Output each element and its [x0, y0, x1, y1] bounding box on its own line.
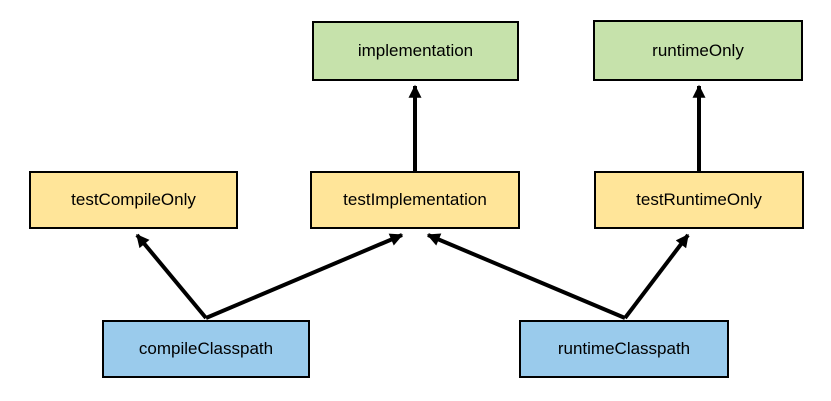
node-testRuntimeOnly: testRuntimeOnly: [594, 171, 804, 229]
edge-runtimeClasspath-testRuntimeOnly: [623, 233, 690, 320]
node-testCompileOnly: testCompileOnly: [29, 171, 238, 229]
node-runtimeOnly-label: runtimeOnly: [652, 40, 744, 60]
node-runtimeClasspath-label: runtimeClasspath: [557, 339, 691, 358]
edge-compileClasspath-testCompileOnly: [135, 233, 208, 320]
node-compileClasspath: compileClasspath: [102, 320, 310, 378]
node-testRuntimeOnly-label: testRuntimeOnly: [636, 190, 762, 209]
node-runtimeOnly: runtimeOnly: [593, 20, 803, 81]
node-implementation: implementation: [312, 21, 519, 81]
edge-runtimeClasspath-testImplementation: [426, 233, 626, 320]
node-testImplementation-label: testImplementation: [343, 190, 487, 209]
node-testImplementation: testImplementation: [310, 171, 520, 229]
node-implementation-label: implementation: [357, 41, 474, 60]
node-compileClasspath-label: compileClasspath: [138, 339, 274, 358]
edge-compileClasspath-testImplementation: [205, 233, 404, 320]
node-runtimeClasspath: runtimeClasspath: [519, 320, 729, 378]
node-testCompileOnly-label: testCompileOnly: [71, 190, 196, 209]
